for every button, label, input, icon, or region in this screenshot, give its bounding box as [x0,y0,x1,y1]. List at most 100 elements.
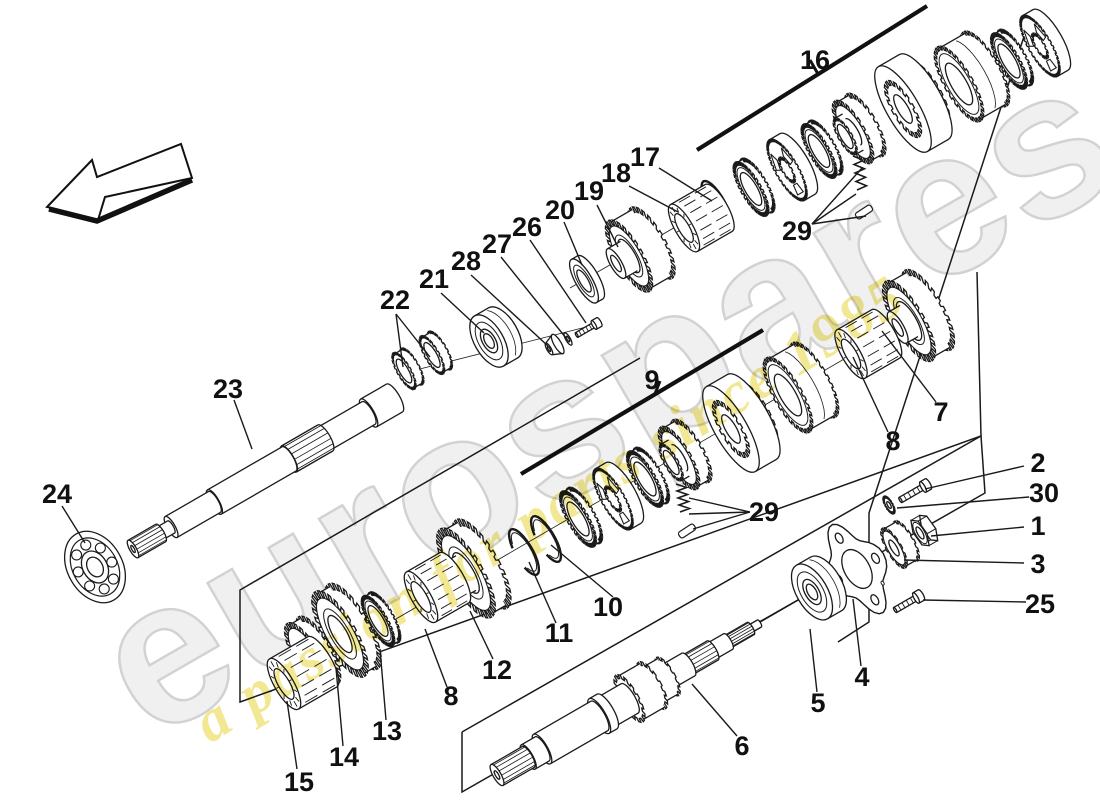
part-bolt-25 [892,589,926,614]
part-sliding-sleeve-9 [762,341,840,434]
leader-2 [924,465,1025,490]
part-label-5: 5 [810,688,825,718]
part-label-15: 15 [284,767,314,797]
part-synchro-ring-13 [360,591,402,648]
leader-27 [500,256,567,339]
part-label-24: 24 [42,479,72,509]
leader-11 [528,561,557,624]
part-bearing-24 [63,530,127,604]
part-label-16: 16 [800,45,830,75]
leader-19 [596,204,619,248]
part-label-22: 22 [380,285,410,315]
part-gear-3 [880,519,921,570]
leader-8a [852,356,889,433]
part-bolt-26 [574,316,603,338]
leader-21 [440,292,485,334]
part-gear-7 [881,268,956,363]
part-label-27: 27 [482,229,512,259]
leader-24 [61,505,86,544]
leader-22 [395,313,431,358]
leader-1 [930,526,1025,537]
part-hub-b [766,132,819,202]
leader-7 [881,330,937,403]
leader-3 [903,559,1025,564]
part-output-shaft-6 [489,619,763,787]
part-label-25: 25 [1025,589,1055,619]
part-synchro-ring-a [732,157,776,218]
leader-17 [658,167,713,202]
assembly-output-shaft [489,478,939,787]
part-label-18: 18 [601,158,631,188]
part-gear-19 [604,206,676,293]
leader-20 [563,221,583,266]
bracket-9 [519,328,765,476]
part-main-shaft-23 [126,383,405,559]
part-label-9: 9 [644,365,659,395]
part-needle-bearing-18 [667,183,735,253]
part-bearing-5 [790,555,848,621]
part-ring-nut-22b [418,330,454,376]
part-label-10: 10 [593,592,623,622]
leader-5 [809,628,818,693]
part-sliding-sleeve-16 [933,30,1011,123]
leader-14 [335,667,344,747]
part-label-11: 11 [545,618,574,648]
part-detent-spring-29b [674,483,697,539]
part-label-21: 21 [419,264,449,294]
part-label-29b: 29 [749,497,779,527]
part-label-6: 6 [734,731,749,761]
part-synchro-hub-16 [874,53,953,153]
part-label-26: 26 [512,212,542,242]
leader-25 [922,599,1027,603]
leader-4 [852,598,862,667]
part-bolt-2 [898,478,933,504]
part-label-23: 23 [213,374,243,404]
part-nut-1 [910,514,939,547]
part-label-30: 30 [1029,478,1059,508]
assembly-secondary-cluster [266,268,956,711]
part-hub-right-end [1019,8,1072,78]
bracket-16 [695,4,929,152]
part-ring-nut-22a [391,347,425,391]
leader-15 [286,700,298,770]
leader-22 [395,313,404,368]
leader-30 [896,496,1030,509]
part-label-3: 3 [1030,549,1045,579]
leader-13 [379,648,387,721]
part-labels: 1617181920262728212223242997823013254562… [42,45,1059,797]
leader-lines [61,167,1030,770]
part-label-28: 28 [451,246,481,276]
part-label-20: 20 [545,195,575,225]
part-label-8a: 8 [885,426,900,456]
leader-28 [470,274,549,347]
leader-10 [550,544,614,598]
part-seal-ring-20 [568,254,606,304]
part-synchro-ring-g [558,486,604,549]
part-needle-bearing-8b [403,551,472,624]
leader-29a [811,167,863,225]
part-label-19: 19 [574,176,604,206]
part-label-12: 12 [482,655,512,685]
part-label-29a: 29 [782,216,812,246]
part-gear-dog-9 [657,418,713,491]
leader-29b [688,497,751,513]
part-needle-bearing-15 [266,635,340,711]
leader-12 [469,610,494,660]
part-label-17: 17 [630,142,660,172]
part-label-2: 2 [1030,448,1045,478]
leader-18 [628,185,679,213]
part-washer-27 [563,332,573,346]
leader-29b [688,511,751,515]
part-gear-14-large [311,582,382,678]
part-serrated-washer-30 [882,495,896,515]
part-label-7: 7 [933,397,948,427]
leader-8b [424,628,448,688]
part-label-13: 13 [372,716,402,746]
direction-arrow-icon [45,142,194,224]
part-hub-h [592,461,645,531]
part-label-1: 1 [1030,511,1045,541]
part-label-4: 4 [854,662,869,692]
part-synchro-hub-9 [702,373,781,473]
leader-29b [692,511,751,530]
